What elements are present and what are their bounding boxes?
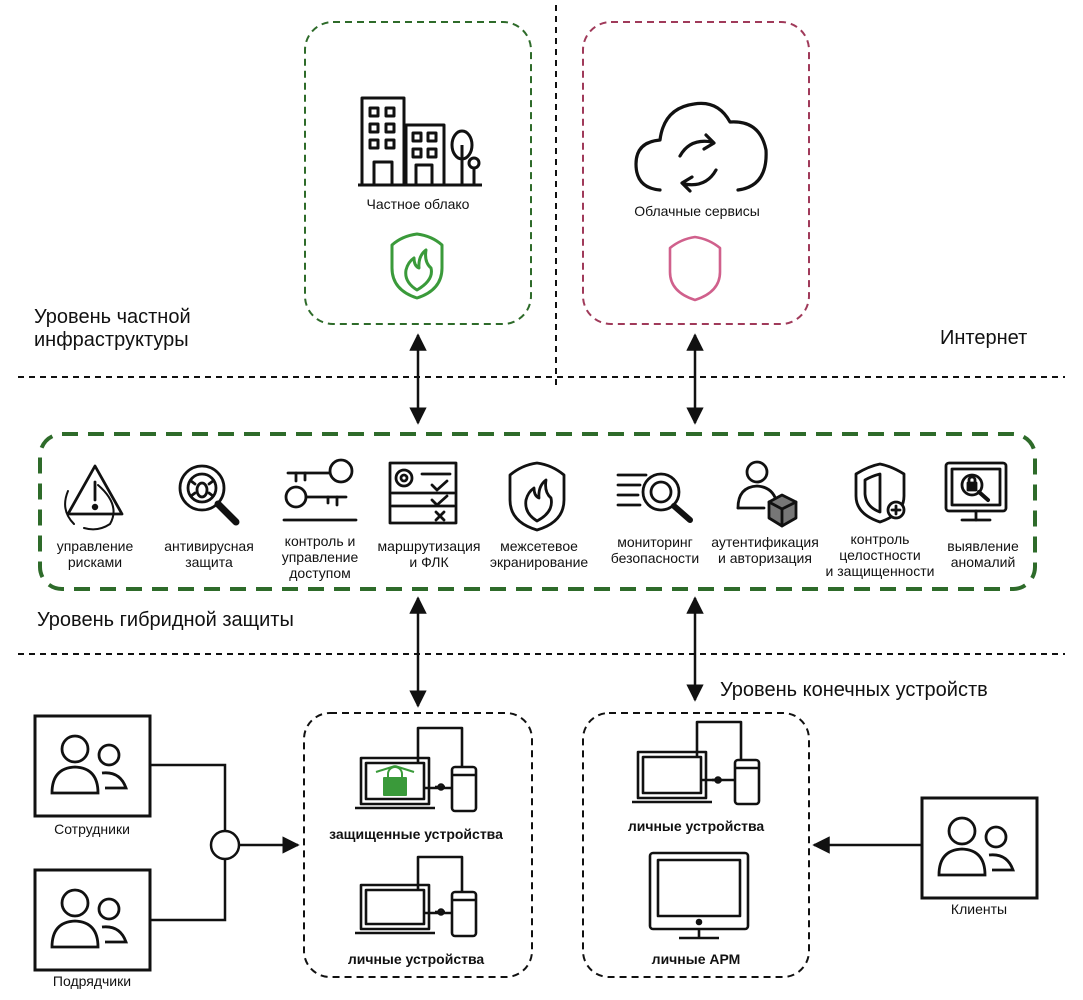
hybrid-protection-band	[38, 432, 1037, 591]
cloud-services-label: Облачные сервисы	[634, 203, 760, 219]
zone-label-private-infrastructure: Уровень частной инфраструктуры	[34, 306, 191, 352]
tool-label-antivirus: антивирусная защита	[164, 538, 254, 571]
cloud-services-box	[582, 21, 810, 325]
personal-devices-left-icon	[355, 855, 478, 938]
private-cloud-label: Частное облако	[366, 196, 470, 212]
contractors-icon	[33, 868, 152, 972]
monitoring-magnifier-icon	[616, 472, 693, 523]
zone-separators	[18, 5, 1065, 655]
buildings-icon	[358, 96, 482, 187]
workstation-monitor-icon	[648, 851, 750, 940]
user-key-icon	[736, 460, 798, 528]
zone-label-private-infrastructure-line: Уровень частной инфраструктуры	[34, 306, 191, 351]
tool-label-risk: управление рисками	[56, 538, 134, 571]
protected-devices-label: защищенные устройства	[329, 826, 503, 842]
employee-devices-box	[303, 712, 533, 978]
zone-label-internet: Интернет	[940, 327, 1028, 349]
zone-label-hybrid: Уровень гибридной защиты	[37, 609, 294, 631]
employees-label: Сотрудники	[54, 821, 130, 837]
tool-label-firewall: межсетевое экранирование	[489, 538, 589, 571]
personal-devices-right-icon	[632, 720, 761, 806]
group-connectors	[150, 763, 922, 922]
private-cloud-box	[304, 21, 532, 325]
anomaly-monitor-icon	[944, 461, 1008, 522]
checklist-gear-icon	[388, 461, 458, 525]
tool-label-monitoring: мониторинг безопасности	[610, 534, 700, 567]
cloud-services-shield-icon	[668, 235, 722, 302]
contractors-label: Подрядчики	[52, 973, 132, 989]
integrity-shield-icon	[854, 462, 906, 524]
workstations-label: личные АРМ	[651, 951, 741, 967]
client-devices-box	[582, 712, 810, 978]
antivirus-magnifier-icon	[178, 464, 240, 526]
cloud-sync-icon	[634, 101, 768, 193]
tool-label-auth: аутентификация и авторизация	[711, 534, 819, 567]
zone-label-endpoint: Уровень конечных устройств	[720, 679, 988, 701]
tool-label-access: контроль и управление доступом	[281, 533, 359, 582]
tool-label-routing: маршрутизация и ФЛК	[377, 538, 481, 571]
personal-devices-left-label: личные устройства	[347, 951, 485, 967]
employees-icon	[33, 714, 152, 818]
personal-devices-right-label: личные устройства	[627, 818, 765, 834]
risk-warning-icon	[64, 464, 124, 531]
tool-label-integrity: контроль целостности и защищенности	[825, 531, 935, 580]
clients-label: Клиенты	[950, 901, 1008, 917]
tool-label-anomaly: выявление аномалий	[947, 538, 1019, 571]
clients-icon	[920, 796, 1039, 900]
protected-devices-icon	[355, 726, 478, 813]
firewall-shield-icon	[508, 461, 566, 532]
keys-icon	[282, 458, 358, 522]
private-cloud-shield-icon	[390, 232, 444, 300]
